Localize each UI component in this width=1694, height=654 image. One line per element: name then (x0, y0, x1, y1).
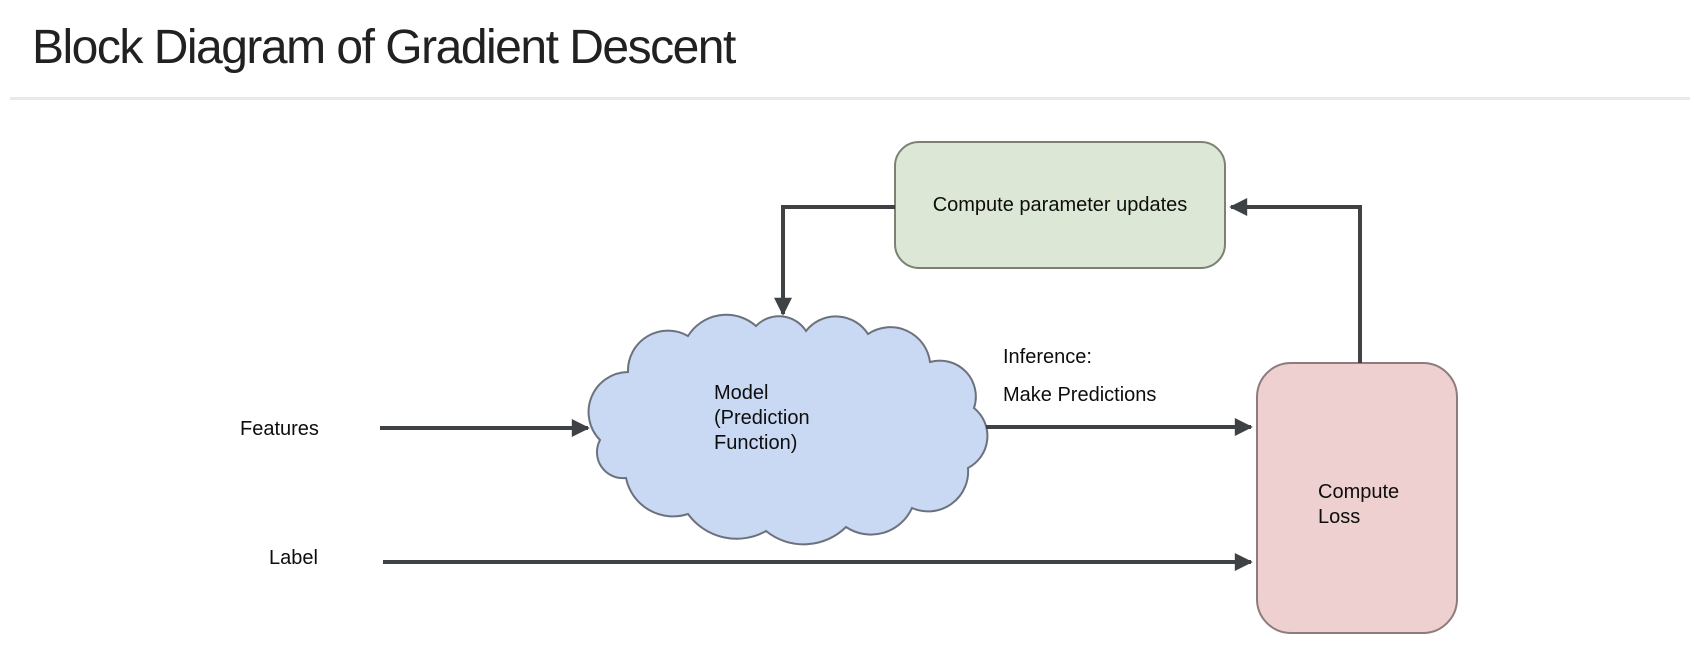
loss-box-label: Compute Loss (1318, 480, 1399, 530)
model-cloud-label: Model (Prediction Function) (714, 381, 810, 456)
update-box-label: Compute parameter updates (932, 193, 1188, 216)
loss-box-label-line2: Loss (1318, 506, 1361, 528)
inference-annotation-line1: Inference: (1003, 346, 1092, 368)
model-cloud-label-line3: Function) (714, 432, 798, 454)
title-divider (10, 97, 1690, 100)
loss-box-shape (1256, 362, 1458, 634)
model-cloud-label-line1: Model (714, 382, 769, 404)
model-cloud-label-line2: (Prediction (714, 407, 810, 429)
features-label: Features (240, 418, 319, 440)
loss-to-update-arrow (1229, 198, 1362, 363)
update-to-model-arrow (774, 205, 895, 316)
inference-annotation-line2: Make Predictions (1003, 384, 1157, 406)
page-title: Block Diagram of Gradient Descent (32, 21, 736, 74)
model-cloud-shape (587, 313, 989, 546)
label-label: Label (269, 547, 318, 569)
loss-box-label-line1: Compute (1318, 481, 1400, 503)
